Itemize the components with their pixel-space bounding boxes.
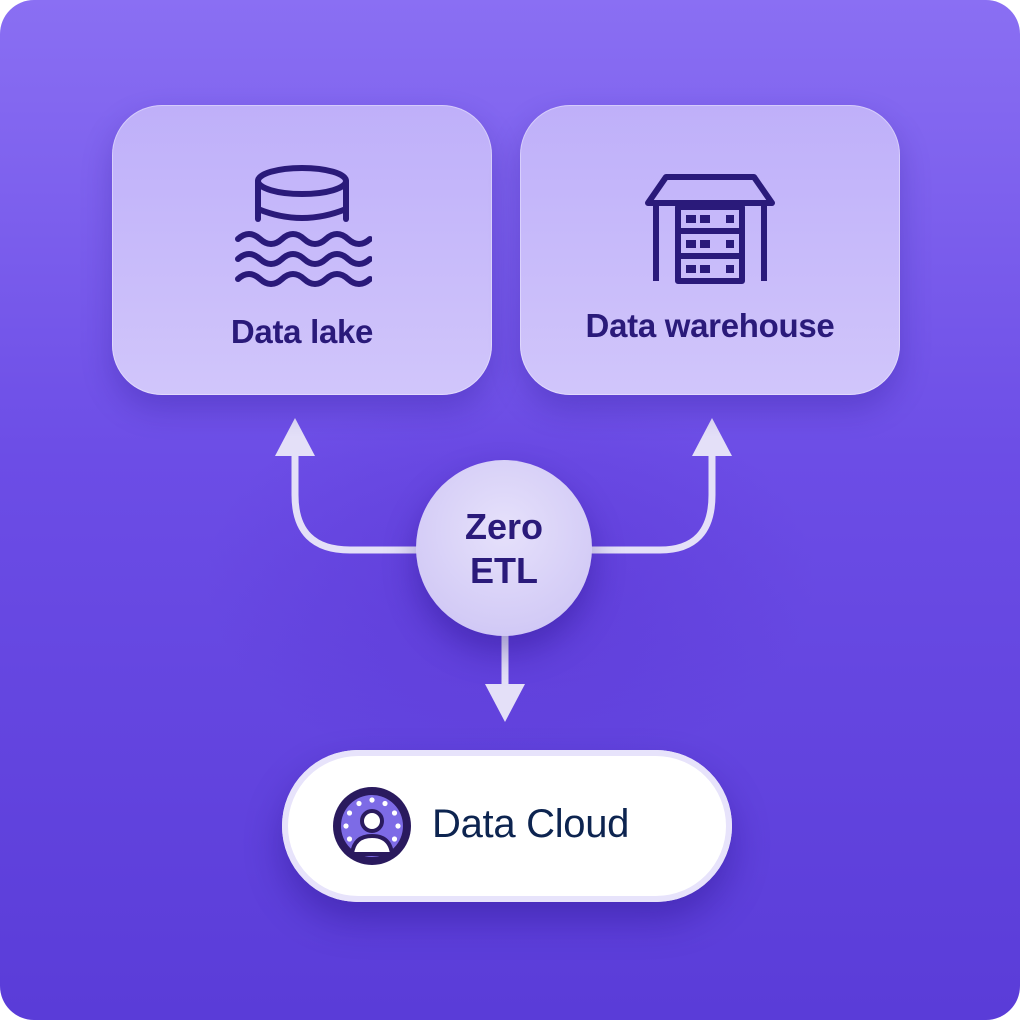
- data-warehouse-card: Data warehouse: [520, 105, 900, 395]
- arrow-up-data-lake: [275, 418, 315, 456]
- zero-etl-hub: Zero ETL: [416, 460, 592, 636]
- data-cloud-person-icon: [330, 784, 414, 868]
- zero-etl-label-line-2: ETL: [470, 550, 538, 591]
- connector-to-data-warehouse: [586, 451, 716, 554]
- data-cloud-label: Data Cloud: [432, 802, 630, 846]
- warehouse-server-icon: [640, 169, 780, 289]
- zero-etl-label-line-1: Zero: [464, 506, 543, 547]
- database-lake-icon: [232, 161, 373, 291]
- arrow-down-data-cloud: [485, 684, 525, 722]
- data-lake-label: Data lake: [230, 313, 374, 350]
- connector-to-data-lake: [291, 451, 424, 554]
- data-warehouse-label: Data warehouse: [585, 307, 835, 344]
- data-cloud-node: Data Cloud: [282, 750, 732, 902]
- arrow-up-data-warehouse: [692, 418, 732, 456]
- data-lake-card: Data lake: [112, 105, 492, 395]
